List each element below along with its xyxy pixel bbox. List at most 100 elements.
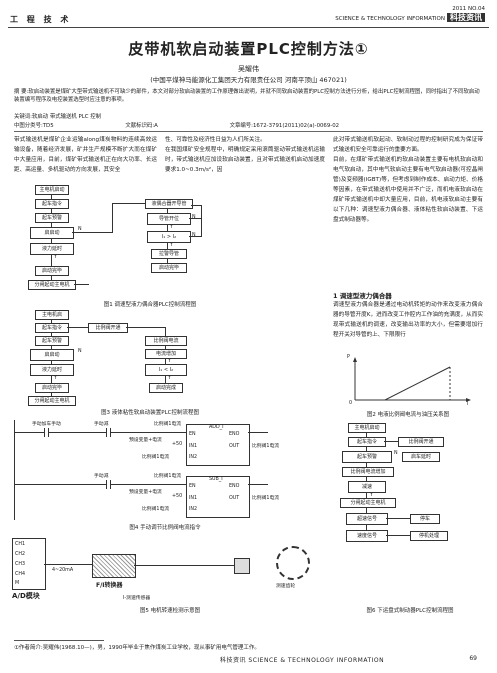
flow-decision: I₁ > I₂ [147,231,191,243]
abstract: 摘 要:软启动装置是煤矿大型带式输送机不可缺少的部件，本文对部分软启动装置的工作… [14,89,480,103]
origin-label: 0 [349,401,353,406]
footnote-divider [14,640,104,641]
ladder-contact [106,428,111,437]
flow-decision: 启启动 [30,349,74,361]
section-body: 调速型液力偶合器是通过电动机转矩的动作来改变液力偶合器的导管开度K，进而改变工作… [333,302,483,338]
flow-decision: 液力延时 [30,364,74,376]
block-in1: IN1 [189,496,198,501]
pressure-current-plot [353,357,471,402]
figure-5-caption: 图5 电机转速检测示意图 [139,608,201,614]
flow-box: 启动完毕 [35,266,69,276]
flow-box: 分闸起动主电机 [28,280,76,290]
ladder-block-add: ADD_I EN ENO IN1 OUT IN2 [186,424,250,466]
doc-code: 文献标识码:A [125,123,158,129]
flow-box: 启动完成 [149,383,183,393]
flow-box: 液偶合器开导管 [145,199,193,209]
block-eno: ENO [229,484,240,489]
abstract-divider [14,131,483,132]
figure-6-flowchart: 主电机启动 起车指令 比例阀开通 起车预警 N 启车延时 比例阀电流增加 减速 … [340,423,490,608]
author: 吴耀伟 [238,65,259,73]
flow-box: 拉警导管 [151,249,187,259]
figure-4-caption: 图4 手动调节比例阀电流指令 [129,525,201,531]
figure-4-ladder: 手动加车手动 手动减 比例阀1电流 ADD_I EN ENO IN1 OUT I… [14,420,314,525]
flow-label-y: Y [54,376,57,381]
flow-box: 启动完毕 [35,383,69,393]
issue-number: 2011 NO.04 [452,6,485,12]
page-number: 69 [469,655,477,662]
ladder-out-label: 比例阀1电流 [252,444,280,449]
ladder-var-label: 比例阀1电流 [154,422,182,427]
flow-label-n: N [192,215,196,220]
flow-decision: 超速信号 [346,513,388,525]
figure-3-flowchart: 主电机启 起车指令 起车预警 启启动 N 液力延时 Y 启动完毕 分闸起动主电机… [28,310,260,410]
figure-6-caption: 图6 下运盘式制动器PLC控制流程图 [366,608,454,614]
channel-label: CH2 [15,552,26,557]
section-label: 工 程 技 术 [10,15,72,24]
ladder-in2-label: 比例阀1电流 [142,455,170,460]
header-divider [8,27,489,28]
body-column-3: 此对带式输送机软起动、软制动过程的控制研究成为保证带式输送机安全可靠运行的重要方… [333,137,483,223]
speed-gear [276,546,310,580]
flow-decision: 启启动 [30,227,74,239]
ladder-in1-label: 预设变量+电流 [129,490,162,495]
speed-sensor [234,558,250,574]
flow-box: 起车指令 [348,437,386,447]
flow-decision: 减速 [348,481,386,493]
fi-converter [92,554,136,578]
flow-label-y: Y [168,359,171,364]
figure-3-caption: 图3 液体粘性软启动装置PLC控制流程图 [101,410,199,416]
article-number: 文章编号:1672-3791(2011)02(a)-0069-02 [229,123,340,129]
flow-label-y: Y [54,255,57,260]
block-out: OUT [229,444,240,449]
flow-box: 分闸起动主电机 [340,498,396,508]
flow-decision: 速度信号 [346,530,388,542]
channel-label: CH3 [15,562,26,567]
flow-label-n: N [78,227,82,232]
sensor-label: I-测速传感器 [123,596,151,601]
block-title: ADD_I [209,425,224,430]
footer-journal: 科技资讯 SCIENCE & TECHNOLOGY INFORMATION [220,657,385,664]
figure-1-caption: 图1 调速型液力偶合器PLC控制流程图 [103,302,197,308]
flow-box: 比例阀电流 [145,336,187,346]
ladder-contact-label: 手动减 [94,474,109,479]
current-label: 4~20mA [52,568,74,573]
flow-box: 启车延时 [402,452,440,462]
journal-title-en: SCIENCE & TECHNOLOGY INFORMATION [335,16,445,22]
flow-label-n: N [78,349,82,354]
journal-badge: 科技资讯 [447,13,485,22]
block-en: EN [189,432,196,437]
figure-2-caption: 图2 电液比例阀电流与油压关系图 [366,412,450,418]
flow-label-y: Y [370,493,373,498]
ladder-block-sub: SUB_I EN ENO IN1 OUT IN2 [186,476,250,518]
gear-label: 测速齿轮 [276,584,296,589]
block-out: OUT [229,496,240,501]
body-column-2: 性、可靠性及经济性日益为人们所关注。 在我国煤矿安全规程中，明确规定采用滚筒驱动… [165,137,325,173]
block-title: SUB_I [209,477,223,482]
body-column-1: 带式输送机是煤矿企业运输along煤炭物料的连续高效运输设备，随着经济发展，矿井… [14,137,157,173]
ladder-in2-label: 比例阀1电流 [142,507,170,512]
ladder-out-label: 比例阀1电流 [252,496,280,501]
figure-1-flowchart: 主电机启动 起车指令 起车预警 启启动 N 液力延时 Y 启动完毕 分闸起动主电… [28,185,260,305]
flow-label-n: N [192,233,196,238]
channel-label: CH4 [15,572,26,577]
ladder-in1-value: +50 [172,442,183,447]
block-eno: ENO [229,432,240,437]
flow-decision: 导管开位 [147,213,191,225]
flow-box: 停机处理 [410,531,448,541]
journal-header: 2011 NO.04 SCIENCE & TECHNOLOGY INFORMAT… [335,6,485,23]
flow-box: 主电机启动 [348,423,386,433]
flow-decision: 起车预警 [342,451,392,463]
footnote: ①作者简介:吴耀伟(1968.10—)，男，1990年毕业于焦作煤炭工业学校，现… [14,645,260,651]
keywords: 关键词:软启动 带式输送机 PLC 控制 [14,114,102,120]
flow-box: 主电机启 [35,310,69,320]
flow-box: 比例阀开通 [398,437,444,447]
flow-label-n: N [394,451,398,456]
flow-box: 比例阀开通 [88,323,128,333]
flow-label-y: Y [168,376,171,381]
block-in2: IN2 [189,455,198,460]
flow-box: 电流增加 [145,349,187,359]
clc-number: 中图分类号:TD5 [14,123,54,129]
flow-decision: I₁ < I₂ [145,364,187,376]
ad-module-label: A/D模块 [12,592,40,600]
ladder-contact [44,428,49,437]
